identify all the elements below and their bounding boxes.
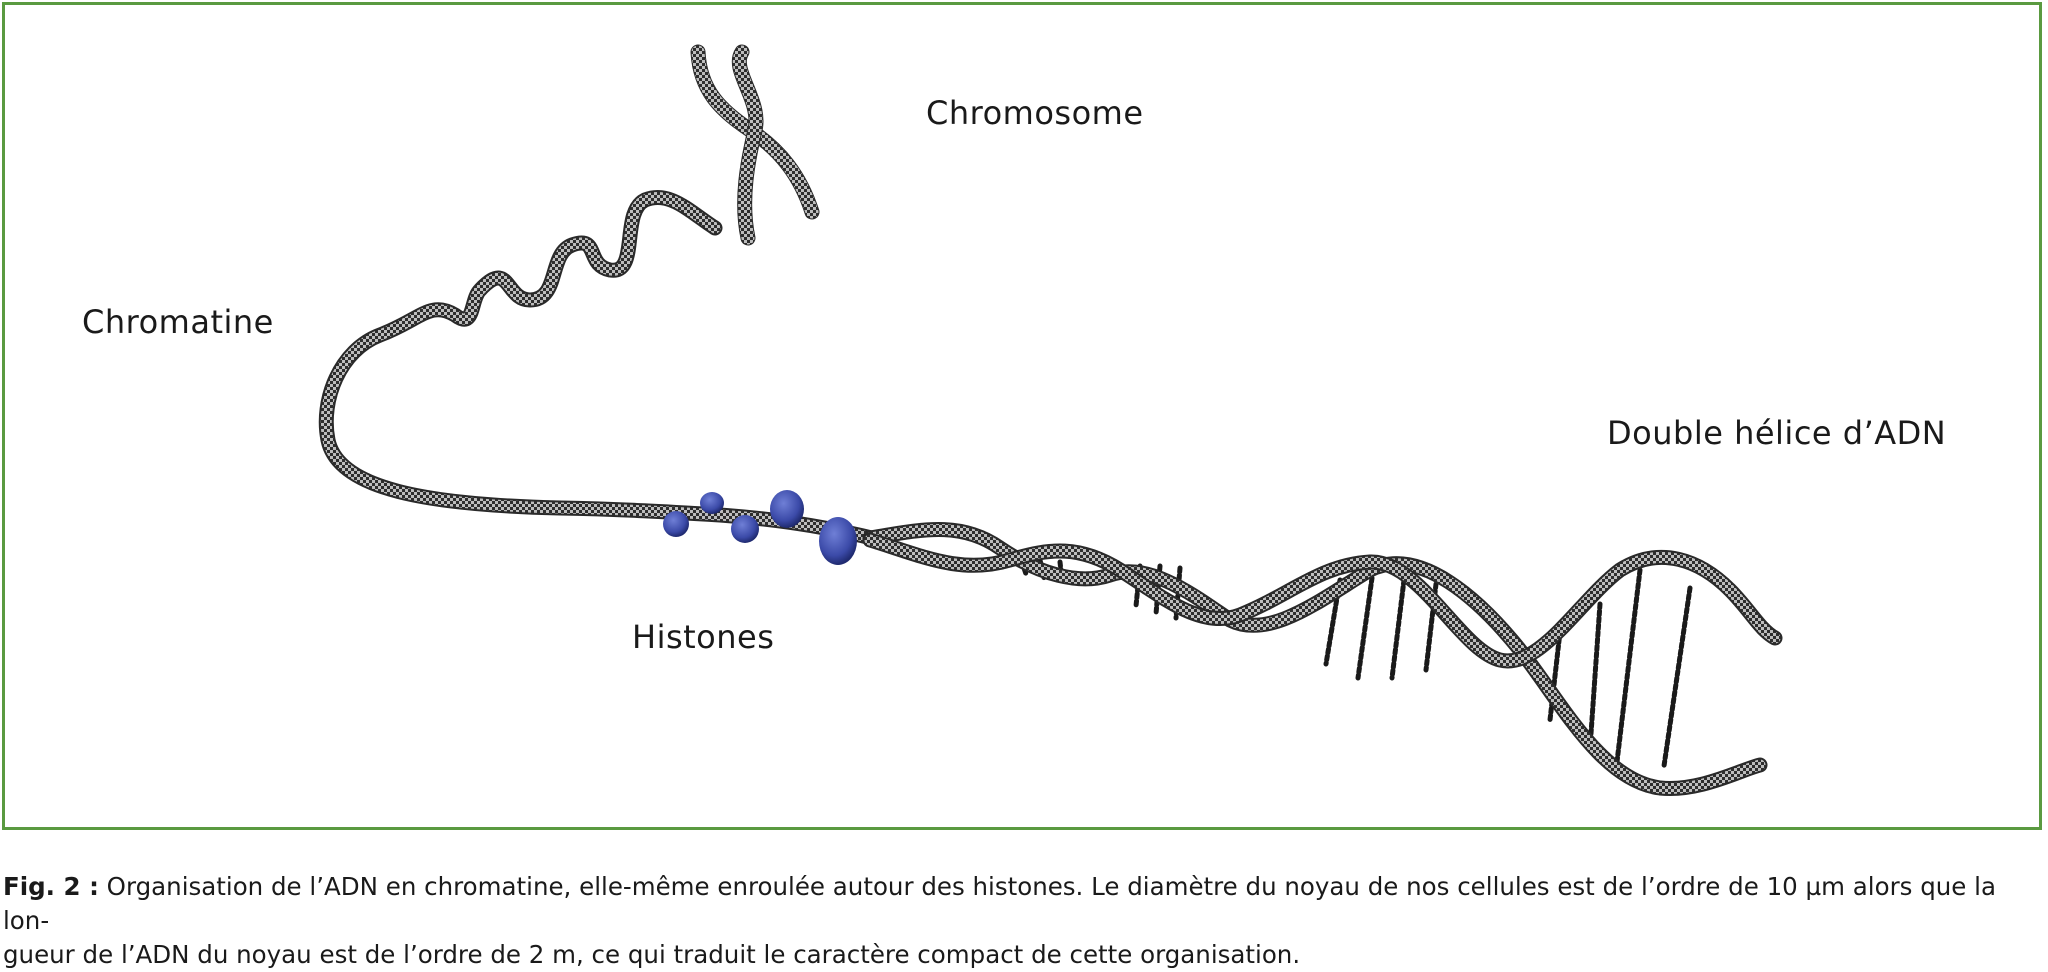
chromatin-fiber bbox=[318, 190, 888, 548]
double-helix-label: Double hélice d’ADN bbox=[1607, 414, 1947, 452]
chromatine-label: Chromatine bbox=[82, 303, 274, 341]
histone-1 bbox=[663, 511, 689, 537]
caption-prefix: Fig. 2 : bbox=[3, 872, 99, 901]
chromosome-label: Chromosome bbox=[926, 94, 1144, 132]
histone-5 bbox=[819, 517, 857, 565]
chromosome-shape bbox=[690, 44, 820, 246]
histones-group bbox=[663, 490, 857, 565]
caption-line-1: Organisation de l’ADN en chromatine, ell… bbox=[3, 872, 1996, 935]
dna-organization-diagram bbox=[318, 44, 1783, 796]
dna-double-helix bbox=[862, 522, 1783, 796]
histone-4 bbox=[770, 490, 804, 528]
figure-caption: Fig. 2 : Organisation de l’ADN en chroma… bbox=[3, 870, 2045, 972]
histone-2 bbox=[700, 492, 724, 514]
figure-frame bbox=[2, 2, 2042, 830]
caption-line-2: gueur de l’ADN du noyau est de l’ordre d… bbox=[3, 940, 1301, 969]
histones-label: Histones bbox=[632, 618, 775, 656]
histone-3 bbox=[731, 515, 759, 543]
